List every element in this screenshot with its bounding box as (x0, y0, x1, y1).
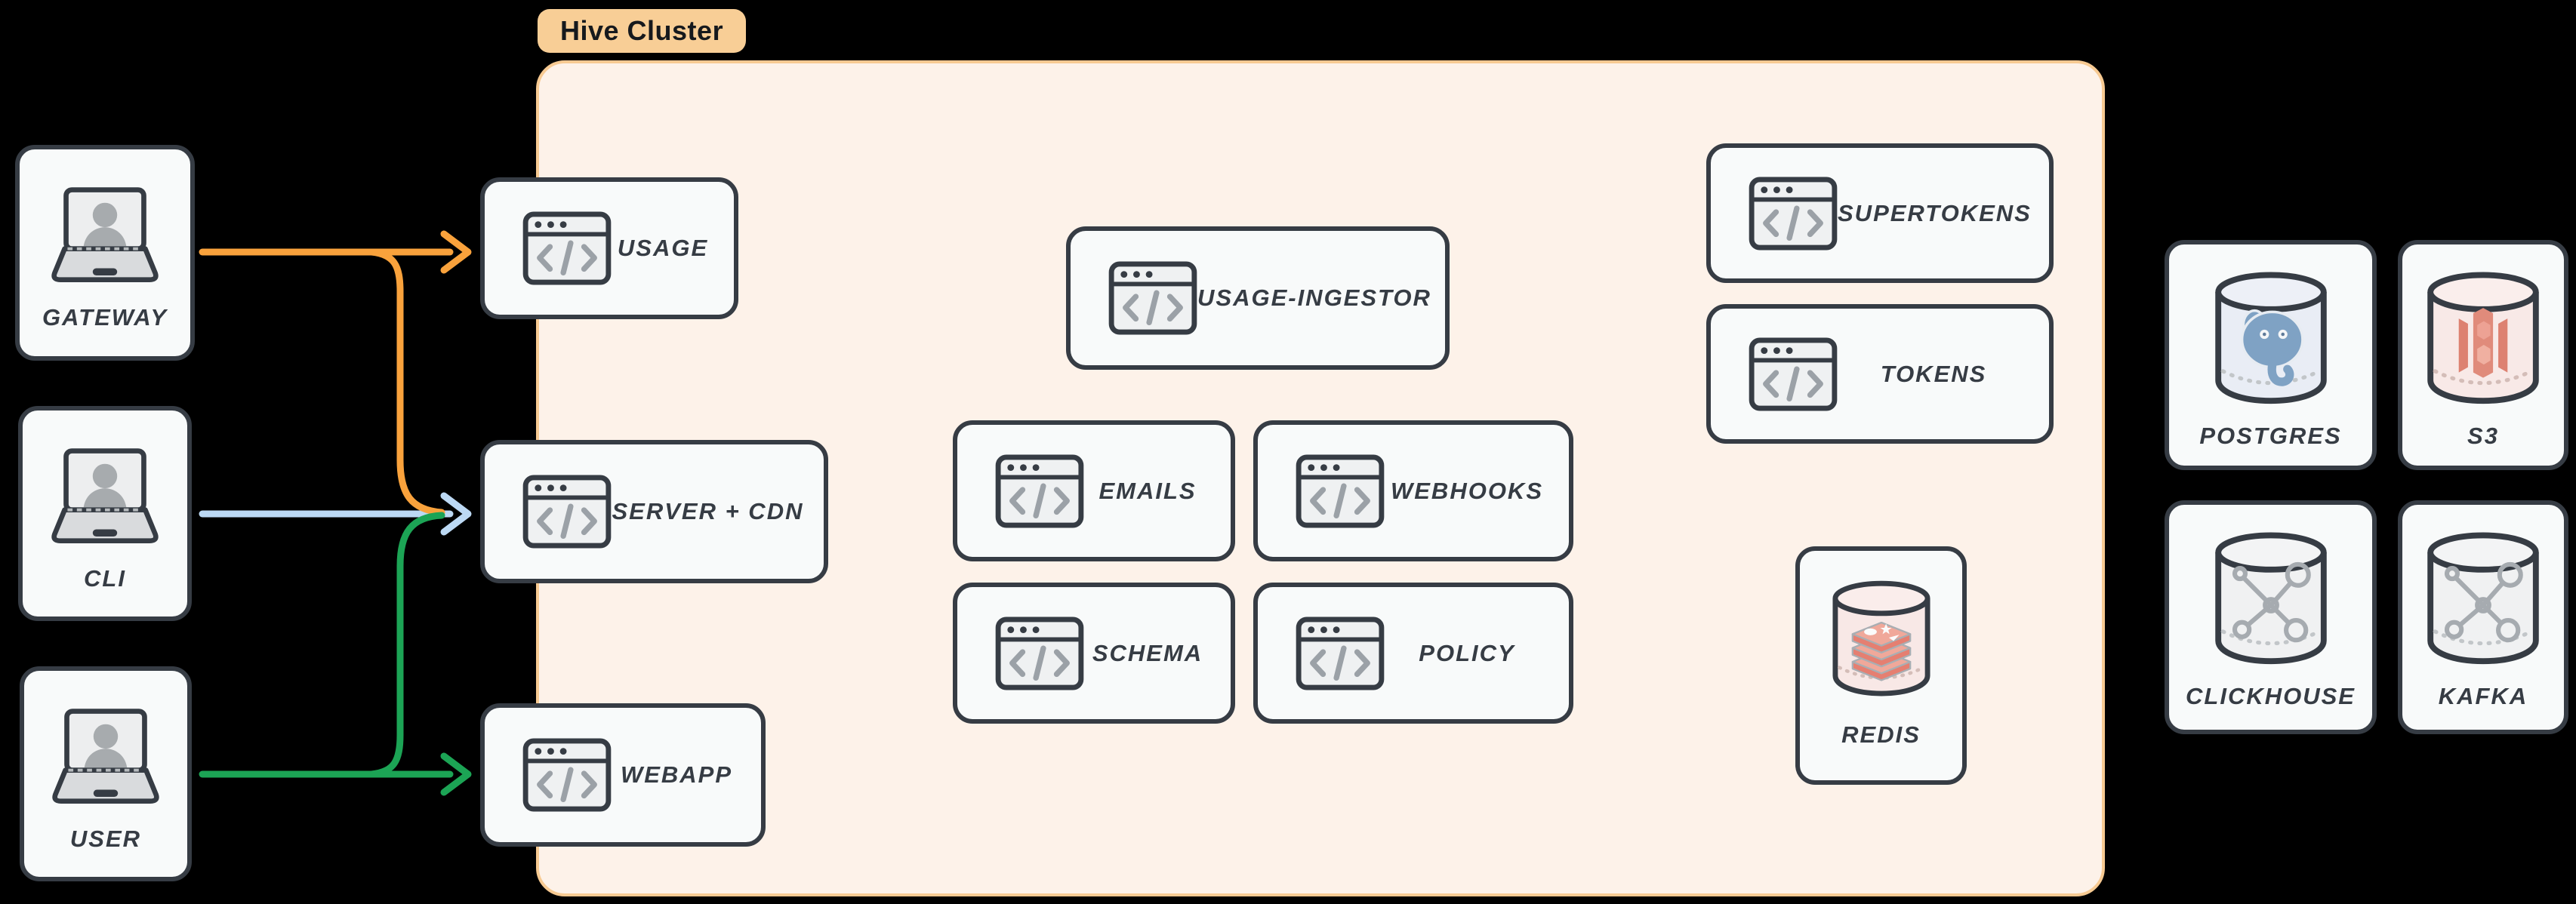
code-window-icon (1108, 261, 1197, 335)
node-tokens-label: TOKENS (1880, 360, 1987, 387)
arrowhead-webapp (440, 752, 472, 796)
code-window-icon (995, 454, 1084, 528)
node-cli-label: CLI (84, 565, 126, 592)
node-usage-ingestor[interactable]: USAGE-INGESTOR (1066, 226, 1450, 370)
code-window-icon (1296, 454, 1385, 528)
code-window-icon (1749, 177, 1838, 251)
hive-cluster-label: Hive Cluster (560, 15, 724, 46)
node-redis-label: REDIS (1841, 721, 1921, 748)
laptop-user-icon (40, 444, 170, 552)
hive-cluster-badge: Hive Cluster (538, 9, 747, 53)
node-tokens[interactable]: TOKENS (1706, 304, 2054, 444)
redis-database-icon (1826, 577, 1937, 703)
node-s3-label: S3 (2467, 423, 2499, 449)
node-usage[interactable]: USAGE (480, 177, 738, 319)
s3-database-icon (2420, 267, 2546, 412)
arrow-gateway-to-server-cdn (368, 248, 445, 516)
node-kafka[interactable]: KAFKA (2398, 500, 2568, 734)
postgres-database-icon (2208, 267, 2334, 412)
node-schema[interactable]: SCHEMA (953, 583, 1235, 724)
laptop-user-icon (40, 183, 170, 291)
node-emails[interactable]: EMAILS (953, 420, 1235, 561)
laptop-user-icon (41, 704, 171, 812)
arrow-user-to-server-cdn (368, 512, 445, 778)
node-gateway-label: GATEWAY (42, 304, 168, 331)
node-s3[interactable]: S3 (2398, 240, 2568, 470)
node-schema-label: SCHEMA (1092, 639, 1203, 666)
node-clickhouse[interactable]: CLICKHOUSE (2165, 500, 2377, 734)
node-supertokens-label: SUPERTOKENS (1838, 199, 2032, 226)
kafka-database-icon (2420, 527, 2546, 672)
node-postgres[interactable]: POSTGRES (2165, 240, 2377, 470)
node-webapp-label: WEBAPP (620, 761, 733, 788)
node-clickhouse-label: CLICKHOUSE (2186, 683, 2356, 709)
node-webapp[interactable]: WEBAPP (480, 703, 766, 847)
node-kafka-label: KAFKA (2438, 683, 2528, 709)
code-window-icon (522, 475, 612, 549)
node-server-cdn-label: SERVER + CDN (612, 498, 804, 524)
code-window-icon (1296, 617, 1385, 690)
node-cli[interactable]: CLI (18, 406, 192, 621)
node-webhooks[interactable]: WEBHOOKS (1253, 420, 1573, 561)
node-user-label: USER (69, 826, 142, 852)
node-redis[interactable]: REDIS (1795, 546, 1967, 785)
code-window-icon (1749, 337, 1838, 411)
node-emails-label: EMAILS (1098, 477, 1197, 504)
node-server-cdn[interactable]: SERVER + CDN (480, 440, 828, 583)
node-policy-label: POLICY (1419, 639, 1515, 666)
node-postgres-label: POSTGRES (2199, 423, 2342, 449)
node-usage-ingestor-label: USAGE-INGESTOR (1197, 284, 1431, 311)
clickhouse-database-icon (2208, 527, 2334, 672)
node-gateway[interactable]: GATEWAY (15, 145, 195, 361)
node-supertokens[interactable]: SUPERTOKENS (1706, 143, 2054, 283)
node-usage-label: USAGE (617, 235, 709, 261)
node-user[interactable]: USER (20, 666, 192, 881)
arrowhead-usage (440, 230, 472, 274)
node-policy[interactable]: POLICY (1253, 583, 1573, 724)
code-window-icon (995, 617, 1084, 690)
code-window-icon (522, 211, 612, 285)
arrowhead-server-cdn (440, 492, 472, 536)
node-webhooks-label: WEBHOOKS (1391, 477, 1543, 504)
code-window-icon (522, 738, 612, 812)
